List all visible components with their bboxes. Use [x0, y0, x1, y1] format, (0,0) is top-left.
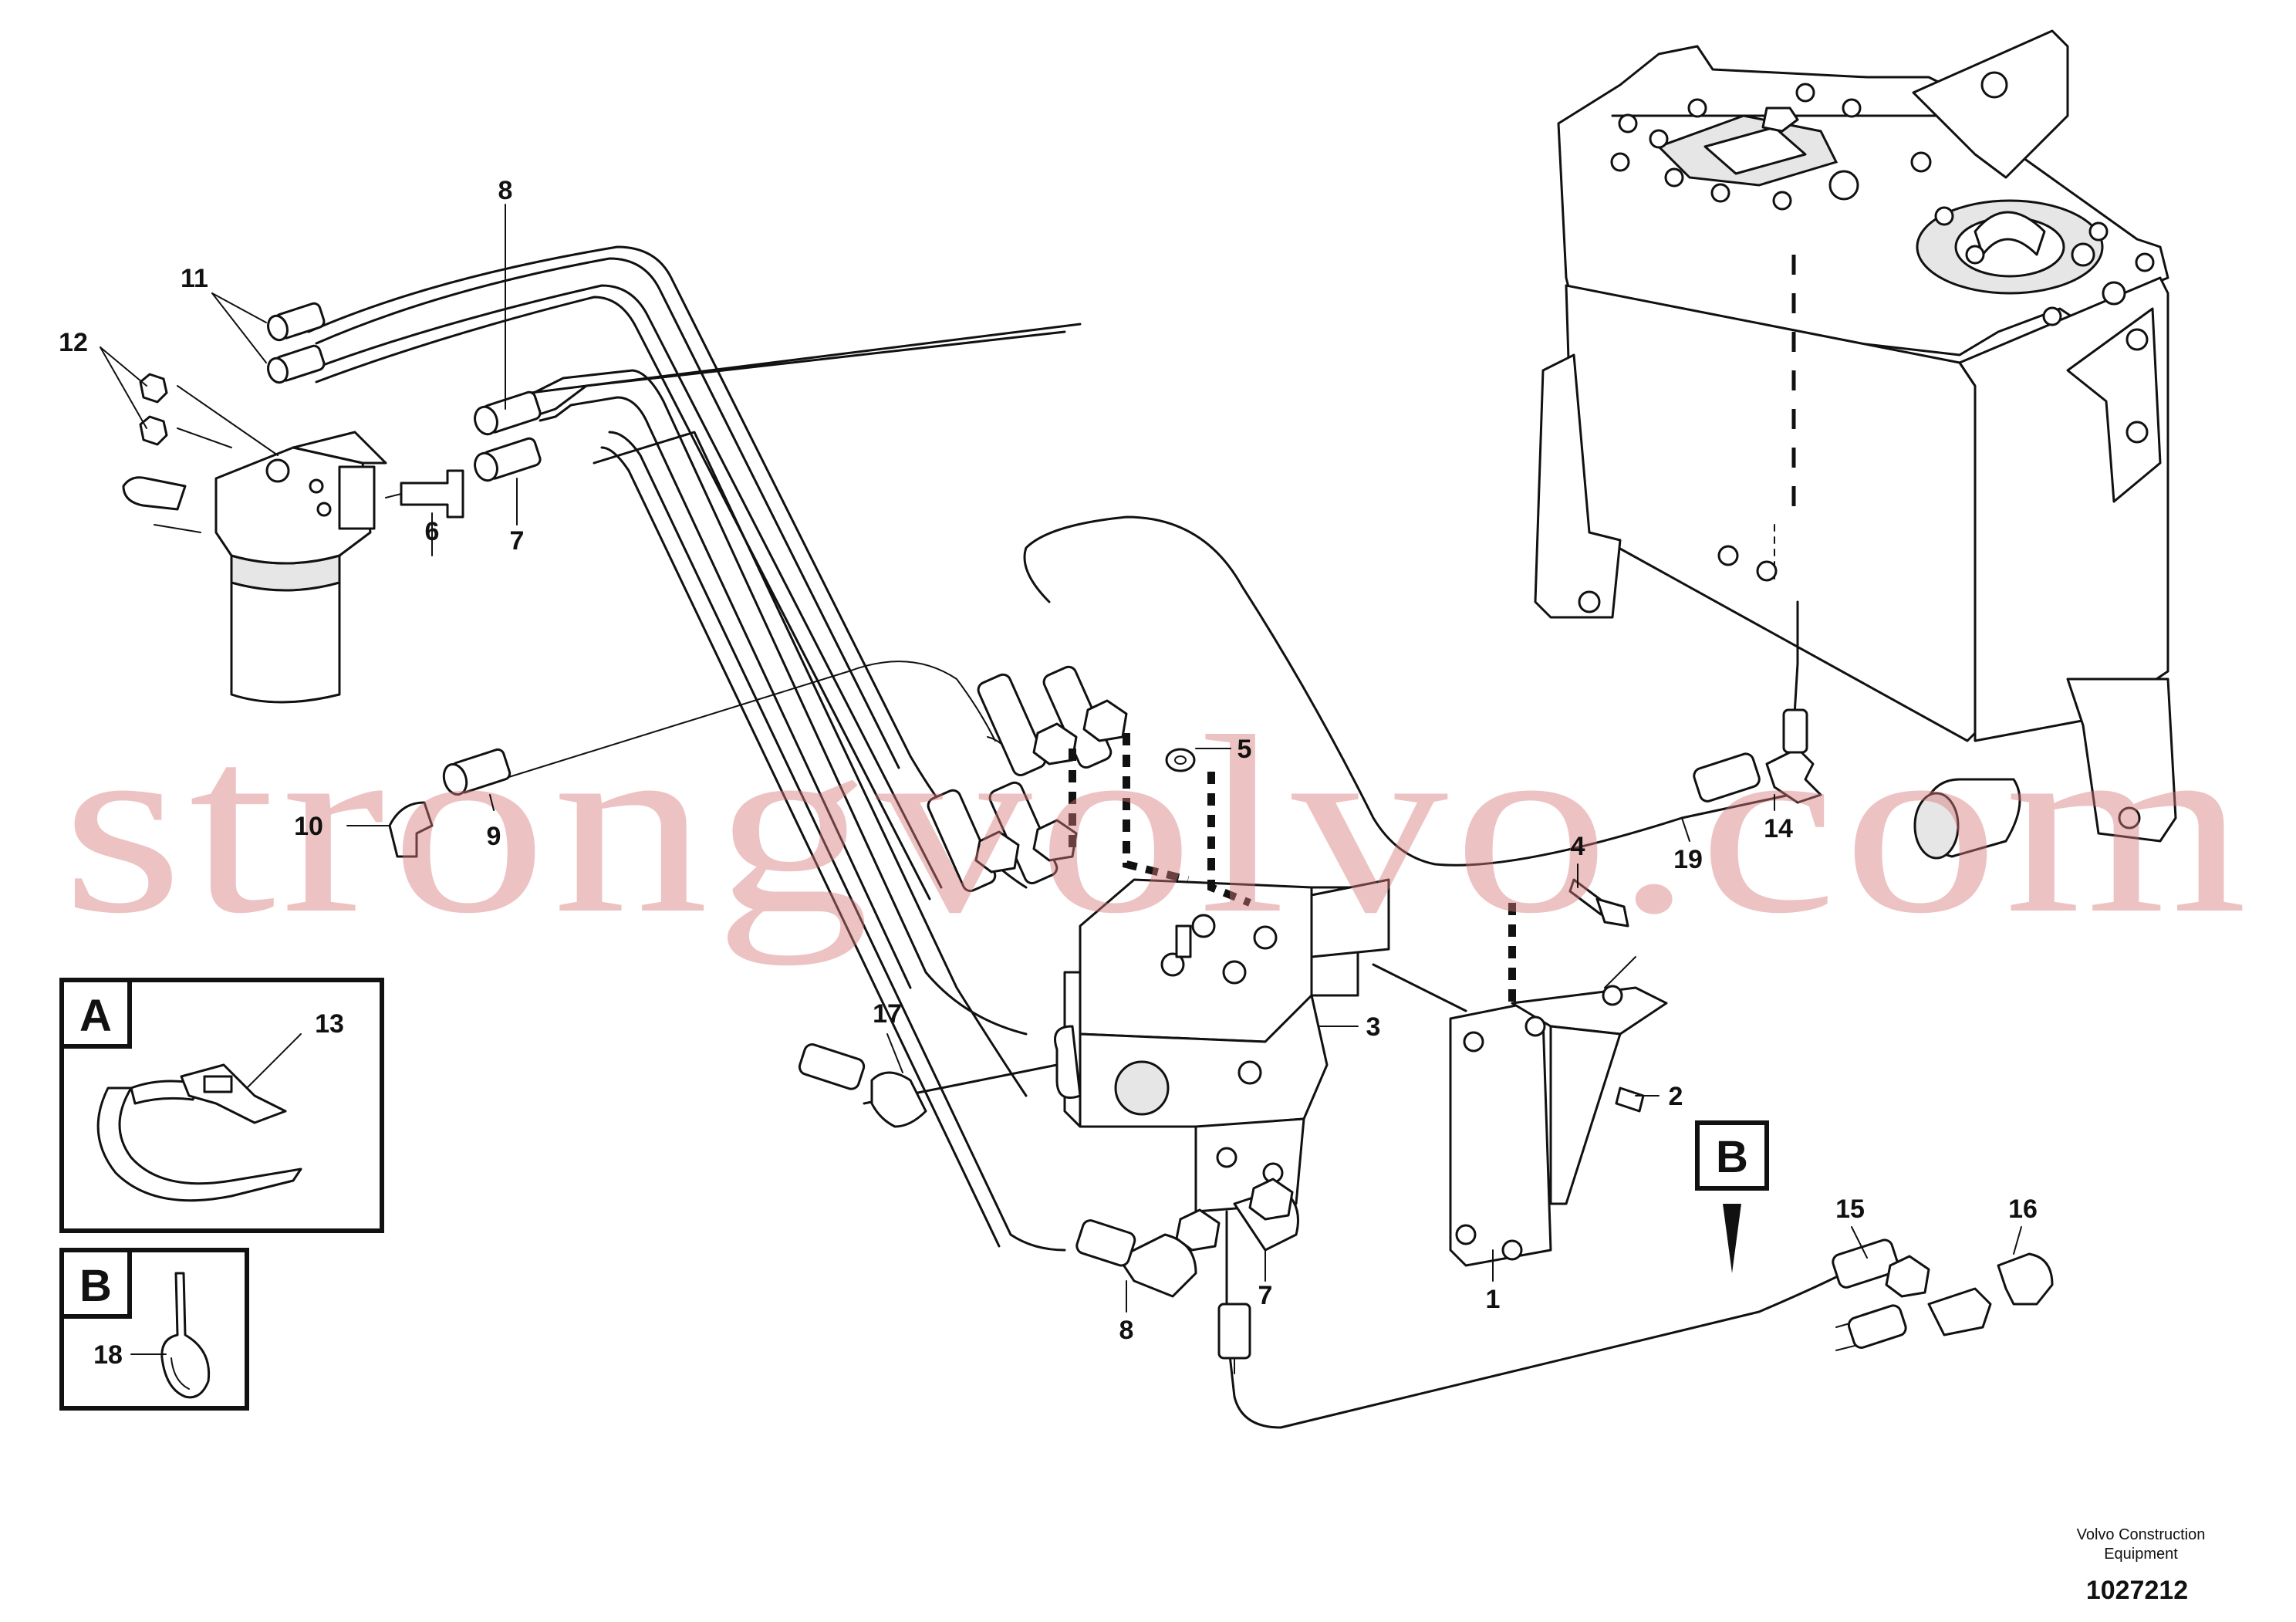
- drawing-footer: Volvo Construction Equipment 1027212: [2077, 1526, 2206, 1605]
- callout-7-upper: 7: [510, 526, 525, 556]
- strap-clamp-drawing: [96, 1063, 302, 1202]
- hydraulic-tank: [1534, 29, 2177, 860]
- callout-9: 9: [487, 822, 501, 851]
- callout-16: 16: [2008, 1195, 2038, 1224]
- maker-line-1: Volvo Construction: [2077, 1526, 2206, 1543]
- maker-line-2: Equipment: [2104, 1546, 2178, 1563]
- callout-3: 3: [1366, 1012, 1381, 1042]
- callout-19: 19: [1673, 845, 1703, 874]
- tank-bolts: [1610, 83, 2155, 326]
- callout-13: 13: [315, 1009, 344, 1039]
- callout-numbers: 8 11 12 6 7 9 10 5 4 19 14 3 2 17 13 18 …: [59, 176, 2038, 1370]
- leader-lines: [100, 204, 2022, 1313]
- cable-tie-drawing: [160, 1272, 211, 1399]
- return-filter: [214, 431, 387, 704]
- callout-4: 4: [1571, 832, 1585, 861]
- callout-10: 10: [294, 812, 323, 841]
- detail-a-letter: A: [79, 991, 112, 1041]
- valve-bracket: [1449, 878, 1668, 1267]
- callout-6: 6: [425, 517, 440, 546]
- callout-14: 14: [1764, 814, 1793, 843]
- callout-8-lower: 8: [1119, 1316, 1134, 1345]
- callout-2: 2: [1669, 1082, 1683, 1111]
- control-valve: [1054, 878, 1390, 1213]
- callout-12: 12: [59, 328, 88, 357]
- view-b-letter: B: [1716, 1132, 1748, 1182]
- mounting-lines: [1069, 733, 1516, 1003]
- callout-11: 11: [181, 264, 208, 293]
- detail-b-letter: B: [79, 1261, 112, 1311]
- callout-7-lower: 7: [1258, 1281, 1273, 1310]
- callout-18: 18: [93, 1340, 123, 1370]
- detail-box-a: A: [59, 978, 384, 1233]
- callout-5: 5: [1237, 735, 1252, 764]
- callout-8-upper: 8: [498, 176, 513, 205]
- detail-box-b: B: [59, 1248, 249, 1411]
- hoses: [307, 245, 1899, 1429]
- fittings: [122, 302, 2054, 1360]
- watermark-text: strongvolvo.com: [62, 684, 2253, 966]
- view-b-marker: B: [1695, 1120, 1769, 1273]
- callout-15: 15: [1835, 1195, 1865, 1224]
- callout-17: 17: [873, 999, 902, 1029]
- callout-1: 1: [1486, 1285, 1501, 1314]
- drawing-number: 1027212: [2086, 1576, 2188, 1605]
